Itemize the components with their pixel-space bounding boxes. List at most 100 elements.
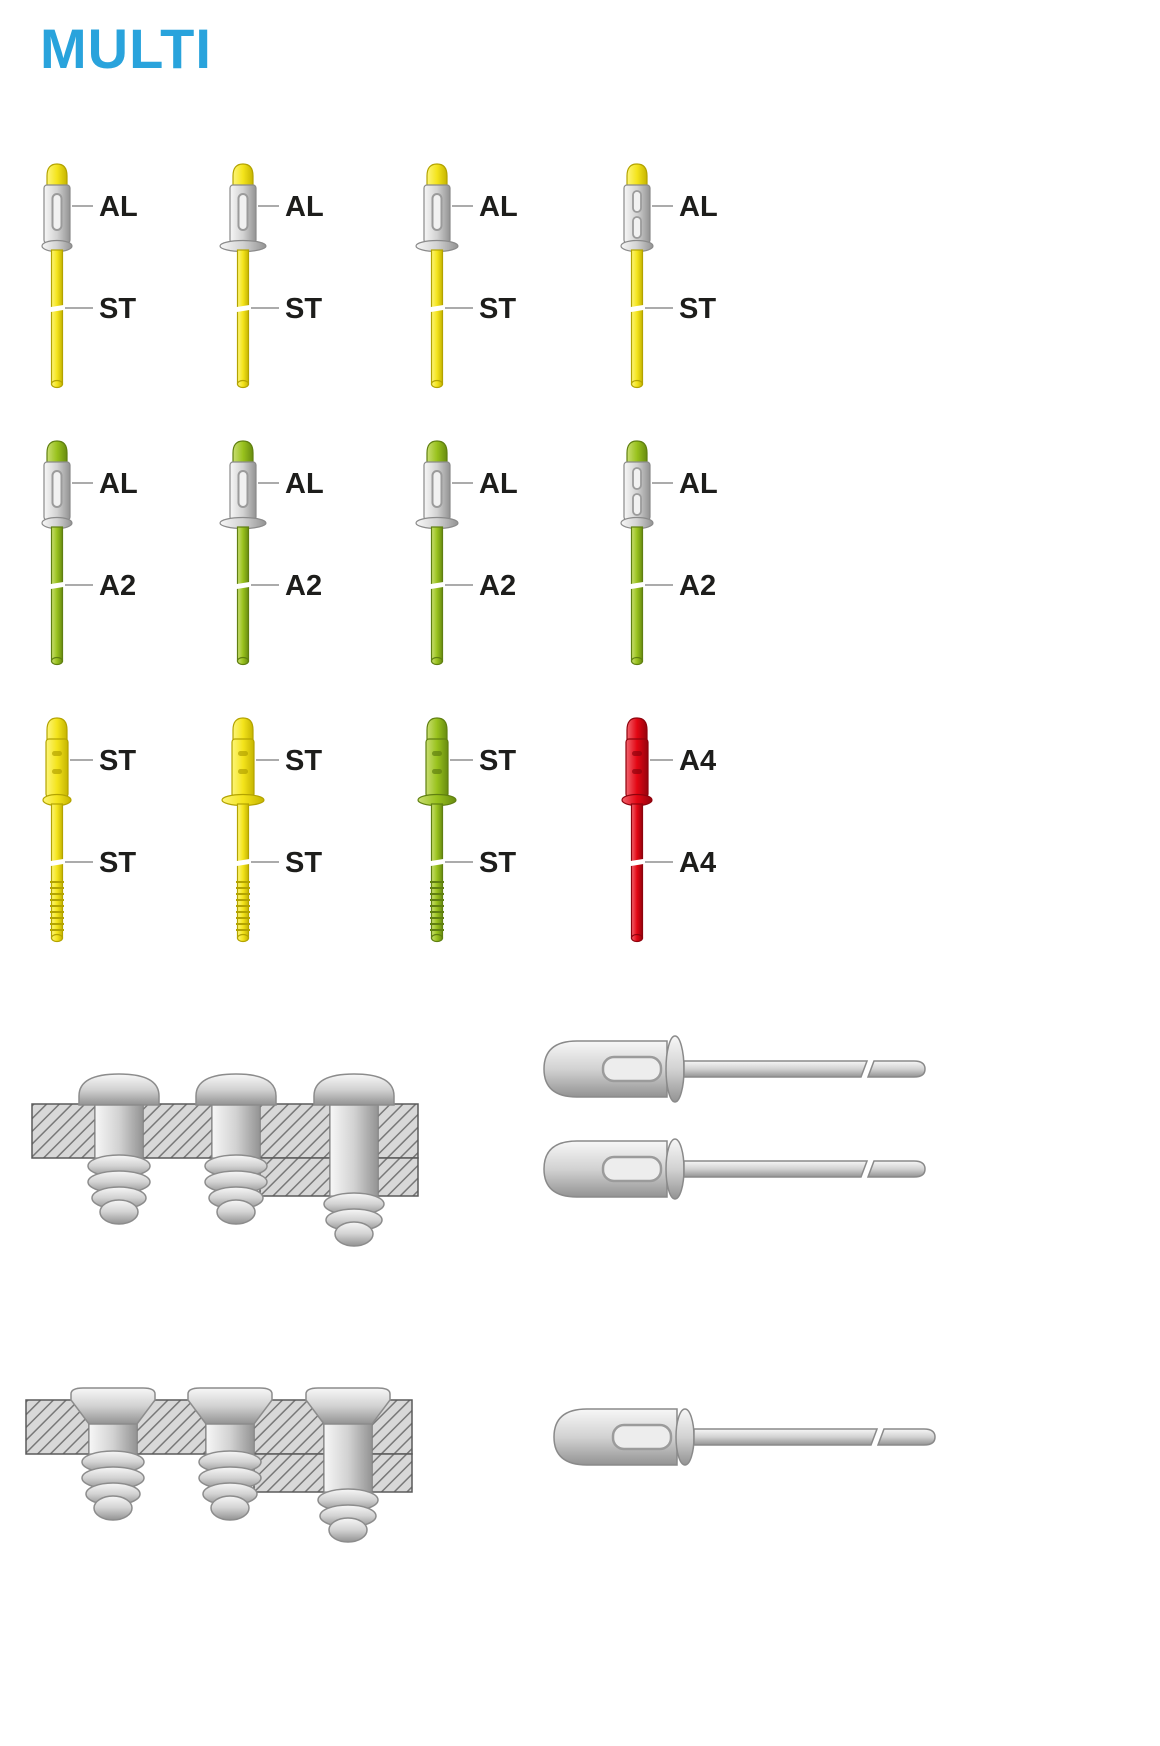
body-slot-icon — [632, 216, 642, 239]
material-label: A2 — [679, 570, 716, 602]
plate-section — [259, 1157, 331, 1197]
plate-section — [371, 1453, 413, 1493]
material-label: A4 — [679, 847, 716, 879]
rivet-side-figure-2 — [515, 1130, 935, 1213]
body-slot-icon — [611, 1423, 673, 1451]
body-slot-icon — [601, 1155, 663, 1183]
rivet-alu-body-steel-mandrel-3: AL ST — [413, 160, 593, 407]
plate-section — [142, 1103, 213, 1159]
page-title: MULTI — [40, 17, 212, 80]
rivet-tail-end — [216, 1199, 256, 1225]
material-label: ST — [99, 745, 136, 777]
rivet-dome-head — [313, 1073, 395, 1106]
mandrel-tip-icon — [232, 163, 254, 188]
mandrel-tip-icon — [232, 717, 254, 742]
mandrel-stem-end — [630, 379, 644, 389]
rivet-countersunk-head — [305, 1387, 391, 1425]
material-label: ST — [99, 847, 136, 879]
mandrel-stem-end — [876, 1428, 936, 1446]
cross-section-dome-figure — [24, 1062, 424, 1279]
rivet-tail-end — [328, 1517, 368, 1543]
material-label: A4 — [679, 745, 716, 777]
mandrel-stem-end — [866, 1060, 926, 1078]
stem-break-notch-icon — [426, 304, 448, 313]
mandrel-tip-icon — [426, 440, 448, 465]
rivet-mono-material-1: ST ST — [33, 714, 213, 961]
mandrel-tip-icon — [46, 440, 68, 465]
material-label: ST — [285, 847, 322, 879]
rivet-side-figure-3 — [525, 1398, 945, 1481]
rivet-flange — [665, 1138, 685, 1200]
stem-break-notch-icon — [232, 858, 254, 867]
material-label: ST — [479, 847, 516, 879]
body-groove-icon — [52, 769, 62, 774]
mandrel-stem-end — [50, 933, 64, 943]
stem-break-notch-icon — [626, 304, 648, 313]
mandrel-stem — [630, 249, 644, 385]
body-slot-icon — [601, 1055, 663, 1083]
stem-break-notch-icon — [626, 581, 648, 590]
rivet-countersunk-head — [70, 1387, 156, 1425]
mandrel-tip-icon — [626, 717, 648, 742]
mandrel-tip-icon — [46, 717, 68, 742]
blind-rivet-side-view-flat-flange — [543, 1035, 926, 1103]
material-label: A2 — [99, 570, 136, 602]
body-slot-icon — [237, 193, 249, 231]
rivet-dome-head — [78, 1073, 160, 1106]
body-groove-icon — [632, 769, 642, 774]
rivet-tail-end — [99, 1199, 139, 1225]
plate-section — [377, 1157, 419, 1197]
mandrel-stem-end — [430, 933, 444, 943]
mandrel-stem-end — [430, 656, 444, 666]
plate-section — [253, 1453, 325, 1493]
mandrel-stem — [430, 526, 444, 662]
material-label: AL — [679, 468, 718, 500]
body-groove-icon — [632, 751, 642, 756]
rivet-body — [231, 738, 255, 798]
mandrel-stem — [630, 526, 644, 662]
mandrel-tip-icon — [626, 163, 648, 188]
rivet-flange — [665, 1035, 685, 1103]
mandrel-tip-icon — [232, 440, 254, 465]
material-label: AL — [479, 191, 518, 223]
mandrel-stem — [430, 249, 444, 385]
plate-section — [31, 1103, 96, 1159]
dome-head-rivets-set-cross-section — [31, 1073, 419, 1247]
stem-break-notch-icon — [232, 304, 254, 313]
rivet-tail-end — [334, 1221, 374, 1247]
body-slot-icon — [51, 470, 63, 508]
plate-section — [259, 1103, 331, 1159]
body-groove-icon — [238, 751, 248, 756]
mandrel-tip-icon — [626, 440, 648, 465]
rivet-countersunk-head — [187, 1387, 273, 1425]
mandrel-stem — [50, 526, 64, 662]
mandrel-stem — [236, 249, 250, 385]
material-label: AL — [99, 191, 138, 223]
mandrel-stem — [630, 803, 644, 939]
mandrel-stem-end — [236, 656, 250, 666]
stem-break-notch-icon — [46, 581, 68, 590]
mandrel-stem — [236, 526, 250, 662]
mandrel-stem-end — [630, 656, 644, 666]
body-groove-icon — [432, 769, 442, 774]
body-slot-icon — [632, 190, 642, 213]
rivet-tail-end — [210, 1495, 250, 1521]
rivet-body — [45, 738, 69, 798]
material-label: ST — [479, 293, 516, 325]
material-label: ST — [679, 293, 716, 325]
rivet-diagram: ST ST — [42, 717, 136, 943]
rivet-side-figure-1 — [515, 1030, 935, 1113]
body-slot-icon — [237, 470, 249, 508]
mandrel-stem-end — [50, 656, 64, 666]
mandrel-stem — [683, 1160, 869, 1178]
